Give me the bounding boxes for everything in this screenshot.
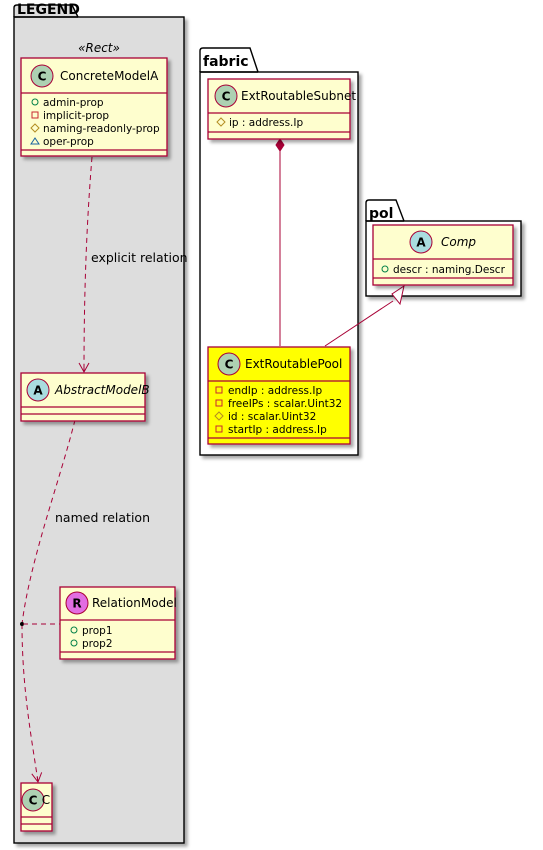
class-glyph: A [33,384,43,398]
class-name: Comp [441,235,476,249]
abstract-a-glyph-icon [26,378,50,402]
attribute: id : scalar.Uint32 [228,411,316,423]
attribute: naming-readonly-prop [43,123,160,135]
private-marker-icon [215,425,223,433]
edges: explicit relation named relation [20,138,405,784]
named-relation-edge-lower [21,623,43,784]
private-marker-icon [31,111,39,119]
class-name: AbstractModelB [54,383,150,397]
class-c-content: C C [21,788,52,825]
class-c-glyph-icon [214,84,238,108]
class-comp-content: A Comp descr : naming.Descr [373,230,513,279]
class-name: ExtRoutableSubnet [241,89,356,103]
private-marker-icon [215,399,223,407]
public-marker-icon [70,639,78,647]
class-ext-routable-pool-content: C ExtRoutablePool endIp : address.Ip fre… [208,352,350,439]
abstract-a-glyph-icon [409,230,433,254]
attribute: endIp : address.Ip [228,385,322,397]
package-legend-title: LEGEND [17,2,80,18]
attribute: prop1 [82,625,113,637]
class-glyph: C [225,358,234,372]
class-name: RelationModel [92,596,177,610]
attribute: oper-prop [43,136,94,148]
public-marker-icon [31,98,39,106]
inheritance-edge [324,300,394,347]
class-comp [372,224,514,286]
protected-marker-icon [216,117,226,127]
attribute: prop2 [82,638,113,650]
class-name: ExtRoutablePool [245,357,342,371]
attribute: implicit-prop [43,110,109,122]
private-marker-icon [215,386,223,394]
package-pol-title: pol [369,206,393,222]
explicit-relation-label: explicit relation [91,250,188,265]
protected-marker-icon [214,411,224,421]
class-ext-routable-subnet-content: C ExtRoutableSubnet ip : address.Ip [208,84,356,133]
attribute: startIp : address.Ip [228,424,327,436]
attribute: ip : address.Ip [229,117,303,129]
association-point [20,622,24,626]
public-marker-icon [381,265,389,273]
attribute: admin-prop [43,97,104,109]
attribute: freeIPs : scalar.Uint32 [228,398,342,410]
package-marker-icon [30,137,40,145]
class-c-glyph-icon [30,64,54,88]
protected-marker-icon [30,123,40,133]
class-c-glyph-icon [21,788,45,812]
class-glyph: C [38,70,47,84]
public-marker-icon [70,626,78,634]
class-glyph: R [72,597,81,611]
class-name: ConcreteModelA [60,69,159,83]
class-abstract-model-b-content: A AbstractModelB [21,378,150,415]
class-glyph: C [222,90,231,104]
attribute: descr : naming.Descr [393,264,506,276]
class-name: C [42,793,50,807]
class-c-glyph-icon [217,352,241,376]
explicit-relation-edge [78,156,93,374]
named-relation-label: named relation [55,510,150,525]
inheritance-triangle [391,284,405,306]
package-legend-stereotype: «Rect» [78,41,120,55]
class-glyph: C [29,794,38,808]
class-concrete-model-a-content: C ConcreteModelA admin-prop implicit-pro… [21,64,167,151]
package-fabric-title: fabric [203,54,249,70]
relation-r-glyph-icon [65,591,89,615]
class-glyph: A [416,236,426,250]
class-relation-model-content: R RelationModel prop1 prop2 [60,591,177,653]
composition-diamond [275,138,285,152]
